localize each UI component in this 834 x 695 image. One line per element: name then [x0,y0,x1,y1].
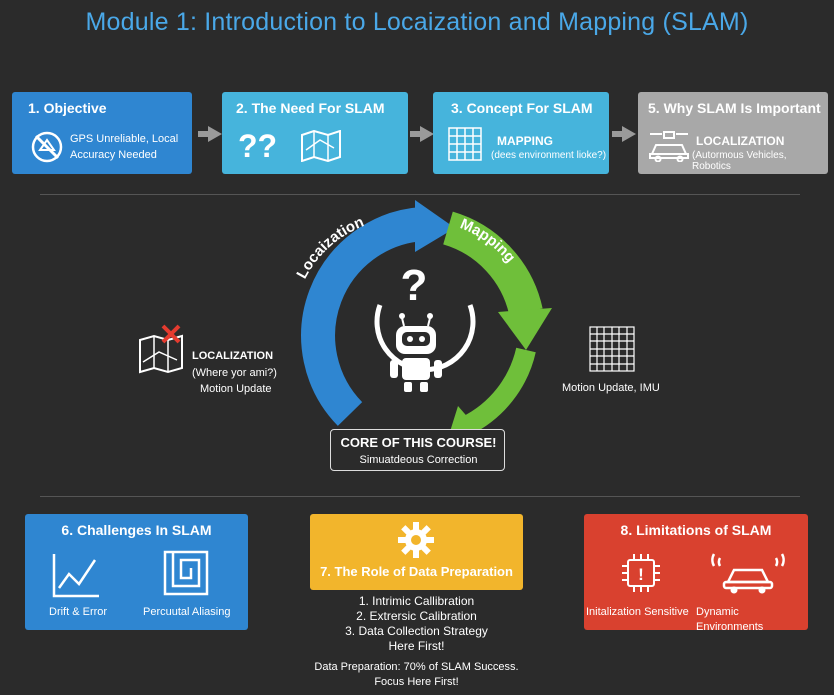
flow-arrow-3 [612,126,636,142]
data-prep-item-2: 2. Extrersic Calibration [356,609,477,623]
car-signal-icon [711,553,785,594]
data-prep-note-1: Data Preparation: 70% of SLAM Success. [314,661,519,673]
objective-line1: GPS Unreliable, Local [70,133,179,145]
question-marks-icon: ?? [238,128,278,164]
card-need: 2. The Need For SLAM ?? [222,92,408,174]
localization-map-icon [139,324,183,374]
no-gps-icon [31,131,63,163]
objective-heading: 1. Objective [28,100,107,116]
divider-top [40,194,800,195]
core-sub: Simuatdeous Correction [359,454,478,466]
divider-bottom [40,496,800,497]
localization-arc [301,207,424,426]
svg-text:!: ! [638,565,644,584]
data-prep-item-4: Here First! [388,639,445,653]
data-prep-item-1: 1. Intrimic Callibration [358,594,475,608]
objective-line2: Accuracy Needed [70,149,157,161]
data-prep-note-2: Focus Here First! [374,676,459,688]
localization-arc-head [415,200,455,252]
limitation-init: Initalization Sensitive [586,606,689,618]
core-title: CORE OF THIS COURSE! [340,435,497,450]
data-prep-item-3: 3. Data Collection Strategy [345,624,488,638]
card-concept: 3. Concept For SLAM MAPPING (dees enviro… [433,92,609,174]
grid-icon [448,127,482,161]
chip-icon: ! [622,554,660,592]
data-prep-heading: 7. The Role of Data Preparation [320,564,513,579]
card-limitations: 8. Limitations of SLAM ! Initalization S… [584,514,808,633]
need-heading: 2. The Need For SLAM [236,100,385,116]
page-title: Module 1: Introduction to Locaization an… [85,8,749,36]
limitations-heading: 8. Limitations of SLAM [620,522,772,538]
flow-arrow-2 [410,126,434,142]
limitation-dynamic: Dynamic Environments [696,606,764,633]
data-prep-list: 1. Intrimic Callibration 2. Extrersic Ca… [310,594,523,654]
why-heading: 5. Why SLAM Is Important [648,100,821,116]
gear-icon [398,522,434,558]
line-chart-icon [52,554,99,598]
robot-icon [390,313,442,392]
drone-car-icon [649,131,689,162]
core-course-box: CORE OF THIS COURSE! Simuatdeous Correct… [330,429,505,471]
maze-icon [163,550,209,596]
why-label: LOCALIZATION [696,134,785,148]
correction-arc [461,347,536,435]
card-objective: 1. Objective GPS Unreliable, Local Accur… [12,92,192,174]
concept-sub: (dees environment lioke?) [491,150,607,161]
card-data-prep: 7. The Role of Data Preparation [310,514,523,590]
concept-label: MAPPING [497,134,554,148]
left-localization-sub1: (Where yor ami?) [192,367,277,379]
left-localization-title: LOCALIZATION [192,350,274,362]
map-icon [301,130,341,162]
flow-arrow-1 [198,126,222,142]
card-challenges: 6. Challenges In SLAM Drift & Error Perc… [25,514,248,630]
question-icon: ? [401,261,428,310]
why-sub: (Autormous Vehicles, Robotics [692,150,787,172]
map-grid-icon [589,326,635,372]
challenge-drift: Drift & Error [49,606,108,618]
mapping-arc-head [498,308,552,350]
concept-heading: 3. Concept For SLAM [451,100,593,116]
left-localization-sub2: Motion Update [200,383,272,395]
mapping-arc [442,211,543,317]
data-prep-note: Data Preparation: 70% of SLAM Success. F… [290,660,543,690]
challenges-heading: 6. Challenges In SLAM [61,522,212,538]
slam-cycle-diagram: Locaization Mapping ? [293,200,552,438]
card-why: 5. Why SLAM Is Important LOCALIZATION (A… [638,92,828,174]
challenge-aliasing: Percuutal Aliasing [143,606,231,618]
right-motion-update: Motion Update, IMU [562,382,660,394]
